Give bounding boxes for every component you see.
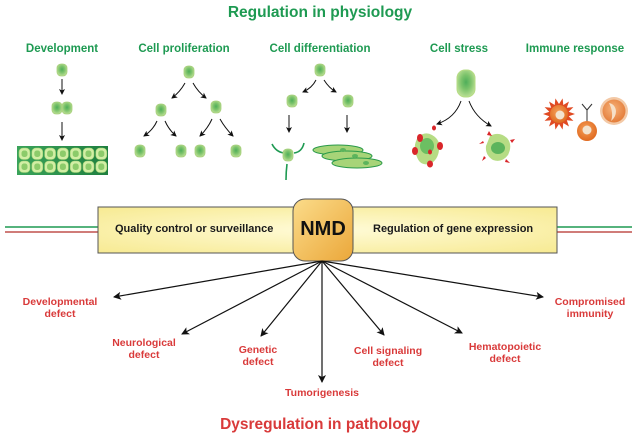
cell-icon [286,94,298,108]
category-cell-stress: Cell stress [429,43,489,55]
infected-cell-icon [543,98,575,130]
arrow-icon [199,118,213,137]
arrow-to-compromised-immunity [321,260,544,300]
arrow-icon [164,120,177,137]
cell-icon [230,144,242,158]
tissue-nucleus-icon [21,163,28,170]
pathology-arrows [113,260,544,383]
stressed-cell-icon [479,131,515,163]
outcome-line1: Genetic [238,344,278,356]
differentiation-illustration [271,63,383,181]
apoptotic-cell-icon [412,125,443,168]
arrow-icon [192,82,207,99]
arrow-to-hematopoietic-defect [321,260,463,334]
development-illustration [17,63,108,175]
arrow-icon [302,79,317,93]
cell-icon [51,101,63,115]
muscle-fiber-icon [312,144,383,169]
outcome-line1: Compromised [554,296,626,308]
outcome-line1: Hematopoietic [468,341,542,353]
proliferation-illustration [134,65,242,158]
cell-icon [61,101,73,115]
outcome-genetic-defect: Genetic defect [239,344,278,368]
cell-icon [314,63,326,77]
bar-left-label: Quality control or surveillance [115,223,274,235]
arrow-to-neurological-defect [181,260,323,335]
category-cell-proliferation: Cell proliferation [138,43,230,55]
antibody-icon [581,103,593,122]
tissue-nucleus-icon [59,163,66,170]
macrophage-icon [600,97,628,125]
tissue-nucleus-icon [98,163,105,170]
cell-icon [175,144,187,158]
outcome-developmental-defect: Developmental defect [23,296,98,320]
physiology-title: Regulation in physiology [227,4,413,21]
tissue-nucleus-icon [72,163,79,170]
outcome-tumorigenesis: Tumorigenesis [285,387,359,399]
cell-icon [342,94,354,108]
arrow-to-genetic-defect [260,260,323,337]
tissue-nucleus-icon [34,163,41,170]
outcome-line2: defect [128,349,160,362]
outcome-cell-signaling-defect: Cell signaling defect [354,345,422,369]
arrow-icon [219,118,234,137]
arrow-icon [143,120,158,137]
tissue-nucleus-icon [34,150,41,157]
tissue-nucleus-icon [59,150,66,157]
outcome-line2: defect [372,357,404,370]
outcome-line1: Developmental [22,296,98,308]
outcome-neurological-defect: Neurological defect [112,337,176,361]
arrow-to-developmental-defect [113,260,323,300]
connector-lines [5,226,632,233]
category-immune-response: Immune response [525,43,625,55]
outcome-line2: defect [242,356,274,369]
cell-stress-illustration [412,69,515,168]
tissue-nucleus-icon [47,150,54,157]
cell-icon [210,100,222,114]
outcome-hematopoietic-defect: Hematopoietic defect [469,341,541,365]
bar-right-label: Regulation of gene expression [373,223,534,235]
outcome-line1: Tumorigenesis [285,387,359,399]
cell-icon [56,63,68,77]
tissue-nucleus-icon [72,150,79,157]
category-development: Development [25,43,99,55]
cell-icon [183,65,195,79]
arrow-icon [468,100,492,127]
arrow-icon [323,79,337,93]
category-cell-differentiation: Cell differentiation [269,43,371,55]
pathology-title: Dysregulation in pathology [220,416,420,433]
lymphocyte-icon [577,121,597,141]
neuron-icon [271,142,305,181]
arrow-icon [171,82,186,99]
tissue-nucleus-icon [47,163,54,170]
arrow-to-cell-signaling-defect [321,260,385,336]
arrow-icon [436,100,462,126]
cell-icon [456,69,476,98]
tissue-nucleus-icon [98,150,105,157]
nmd-label: NMD [300,218,346,240]
cell-icon [134,144,146,158]
outcome-line2: immunity [566,308,614,321]
tissue-nucleus-icon [21,150,28,157]
tissue-nucleus-icon [85,163,92,170]
outcome-line1: Neurological [112,337,176,349]
outcome-compromised-immunity: Compromised immunity [555,296,626,320]
cell-icon [155,103,167,117]
outcome-line2: defect [44,308,76,321]
tissue-nucleus-icon [85,150,92,157]
outcome-line1: Cell signaling [353,345,423,357]
immune-response-illustration [543,97,628,141]
outcome-line2: defect [489,353,521,366]
cell-icon [194,144,206,158]
